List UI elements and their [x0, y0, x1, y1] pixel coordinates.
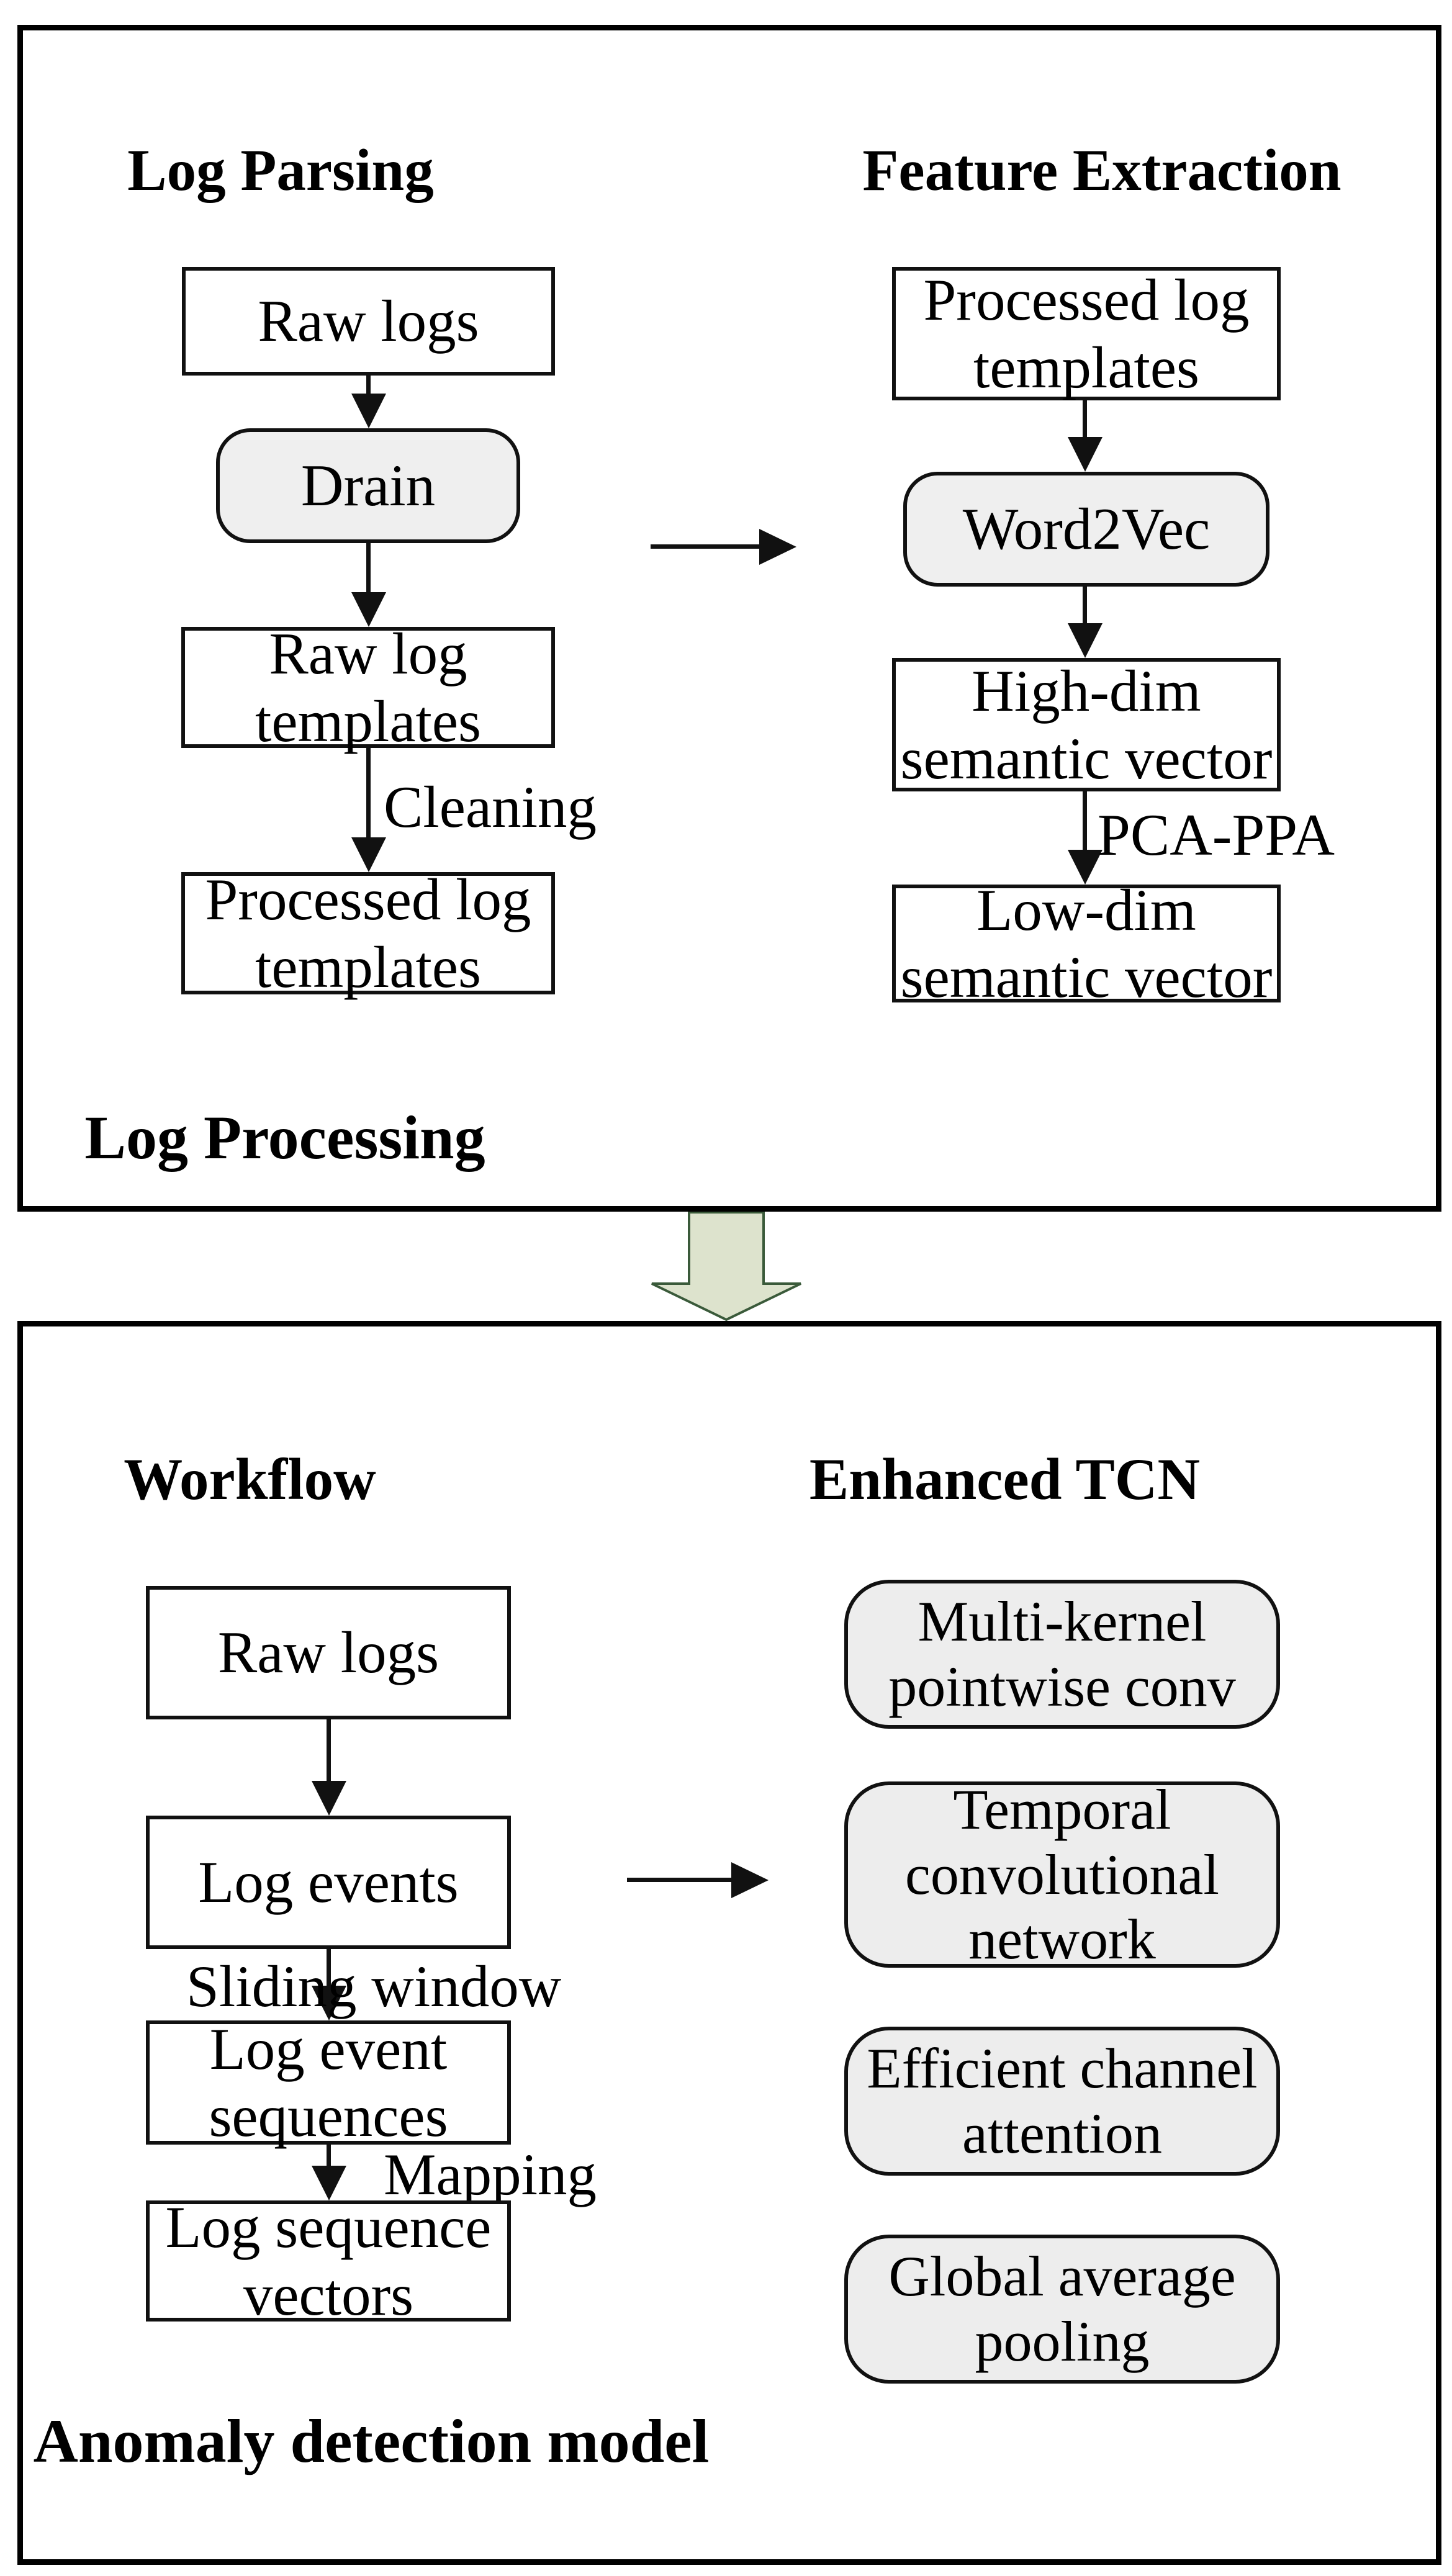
down-arrow: [327, 2145, 331, 2166]
feature-extraction-title: Feature Extraction: [862, 137, 1342, 203]
node-global-average-pooling: Global average pooling: [844, 2235, 1280, 2384]
anomaly-detection-caption: Anomaly detection model: [33, 2407, 710, 2475]
log-processing-caption: Log Processing: [84, 1102, 485, 1172]
log-processing-section: [17, 25, 1441, 1212]
down-arrow: [1083, 791, 1087, 850]
edge-label-cleaning: Cleaning: [384, 774, 597, 840]
edge-label-pca-ppa: PCA-PPA: [1098, 802, 1335, 868]
node-high-dim-semantic-vector: High-dim semantic vector: [892, 658, 1281, 791]
node-multi-kernel-pointwise-conv: Multi-kernel pointwise conv: [844, 1580, 1280, 1729]
down-arrow: [1083, 587, 1087, 623]
workflow-title: Workflow: [124, 1446, 376, 1512]
down-arrow: [366, 376, 371, 394]
node-raw-logs-top: Raw logs: [182, 267, 555, 376]
node-low-dim-semantic-vector: Low-dim semantic vector: [892, 877, 1281, 1010]
node-raw-logs-bottom: Raw logs: [146, 1586, 511, 1719]
right-arrow: [627, 1878, 731, 1882]
enhanced-tcn-title: Enhanced TCN: [809, 1446, 1201, 1512]
node-log-sequence-vectors: Log sequence vectors: [146, 2194, 511, 2328]
node-raw-log-templates: Raw log templates: [181, 621, 555, 754]
down-arrow: [327, 1949, 331, 1986]
down-arrow: [327, 1719, 331, 1781]
right-arrow: [651, 544, 759, 549]
node-temporal-convolutional-network: Temporal convolutional network: [844, 1778, 1280, 1971]
block-arrow-down-icon: [651, 1211, 801, 1322]
edge-label-mapping: Mapping: [384, 2141, 597, 2207]
node-word2vec: Word2Vec: [903, 472, 1269, 587]
node-log-events: Log events: [146, 1816, 511, 1949]
node-efficient-channel-attention: Efficient channel attention: [844, 2027, 1280, 2176]
down-arrow: [366, 748, 371, 837]
down-arrow: [1083, 400, 1087, 437]
node-log-event-sequences: Log event sequences: [146, 2016, 511, 2149]
node-processed-log-templates-left: Processed log templates: [181, 867, 555, 1000]
edge-label-sliding-window: Sliding window: [186, 1953, 562, 2019]
node-processed-log-templates-right: Processed log templates: [892, 267, 1281, 400]
node-drain: Drain: [216, 428, 520, 543]
log-parsing-title: Log Parsing: [127, 137, 434, 203]
down-arrow: [366, 543, 371, 592]
